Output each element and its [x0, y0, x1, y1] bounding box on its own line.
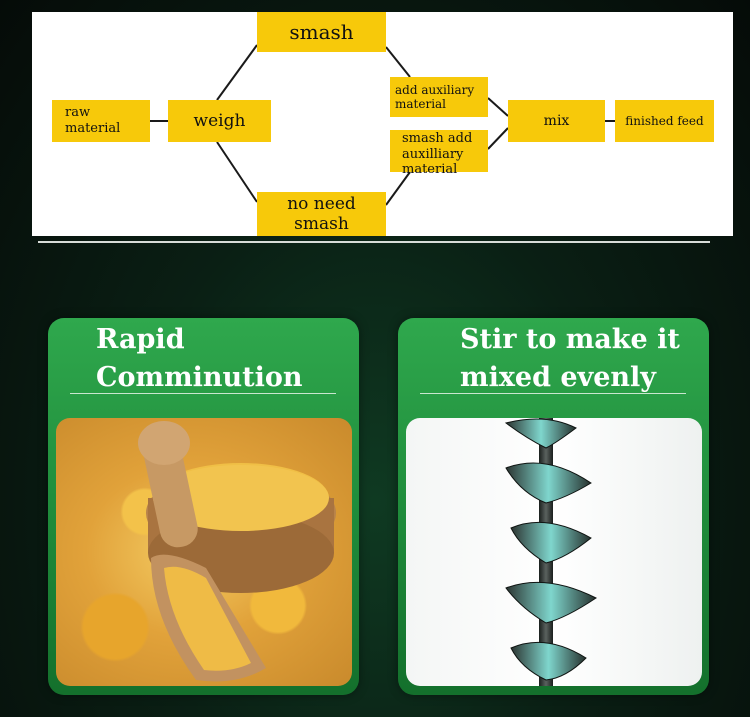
node-add-auxiliary-material-label: add auxiliary material	[395, 82, 475, 111]
node-finished-feed-label: finished feed	[625, 113, 704, 128]
crushed-corn-image	[56, 418, 352, 686]
connector-smash-addaux	[385, 46, 411, 78]
section-divider	[38, 241, 710, 243]
node-weigh: weigh	[168, 100, 271, 142]
feature-card-stir-mix: Stir to make it mixed evenly	[398, 318, 709, 695]
node-smash: smash	[257, 12, 386, 52]
node-raw-material: raw material	[52, 100, 150, 142]
feature-card-rapid-comminution: Rapid Comminution	[48, 318, 359, 695]
node-weigh-label: weigh	[193, 110, 246, 131]
connector-weigh-noneed	[216, 141, 258, 203]
card-title-underline	[70, 393, 336, 394]
node-mix: mix	[508, 100, 605, 142]
flowchart-connectors	[150, 44, 615, 206]
connector-smashaux-mix	[487, 127, 509, 150]
process-flowchart: raw material weigh smash no need smash a…	[32, 12, 733, 236]
card-title-stir-mix: Stir to make it mixed evenly	[460, 324, 680, 393]
node-no-need-smash-label: no need smash	[287, 194, 356, 235]
node-raw-material-label: raw material	[65, 105, 121, 136]
node-finished-feed: finished feed	[615, 100, 714, 142]
node-smash-add-auxilliary-material-label: smash add auxilliary material	[402, 131, 473, 178]
connector-weigh-smash	[216, 44, 258, 101]
node-mix-label: mix	[543, 112, 570, 129]
node-smash-add-auxilliary-material: smash add auxilliary material	[390, 130, 488, 177]
wooden-scoop-illustration	[138, 421, 336, 682]
helical-auger-illustration	[504, 418, 597, 686]
auger-mixer-image	[406, 418, 702, 686]
card-title-underline	[420, 393, 686, 394]
node-add-auxiliary-material: add auxiliary material	[390, 77, 488, 117]
node-no-need-smash: no need smash	[257, 192, 386, 236]
connector-addaux-mix	[487, 97, 509, 117]
connector-noneed-smashaux	[385, 171, 411, 206]
card-title-rapid-comminution: Rapid Comminution	[96, 324, 303, 393]
node-smash-label: smash	[289, 20, 354, 44]
